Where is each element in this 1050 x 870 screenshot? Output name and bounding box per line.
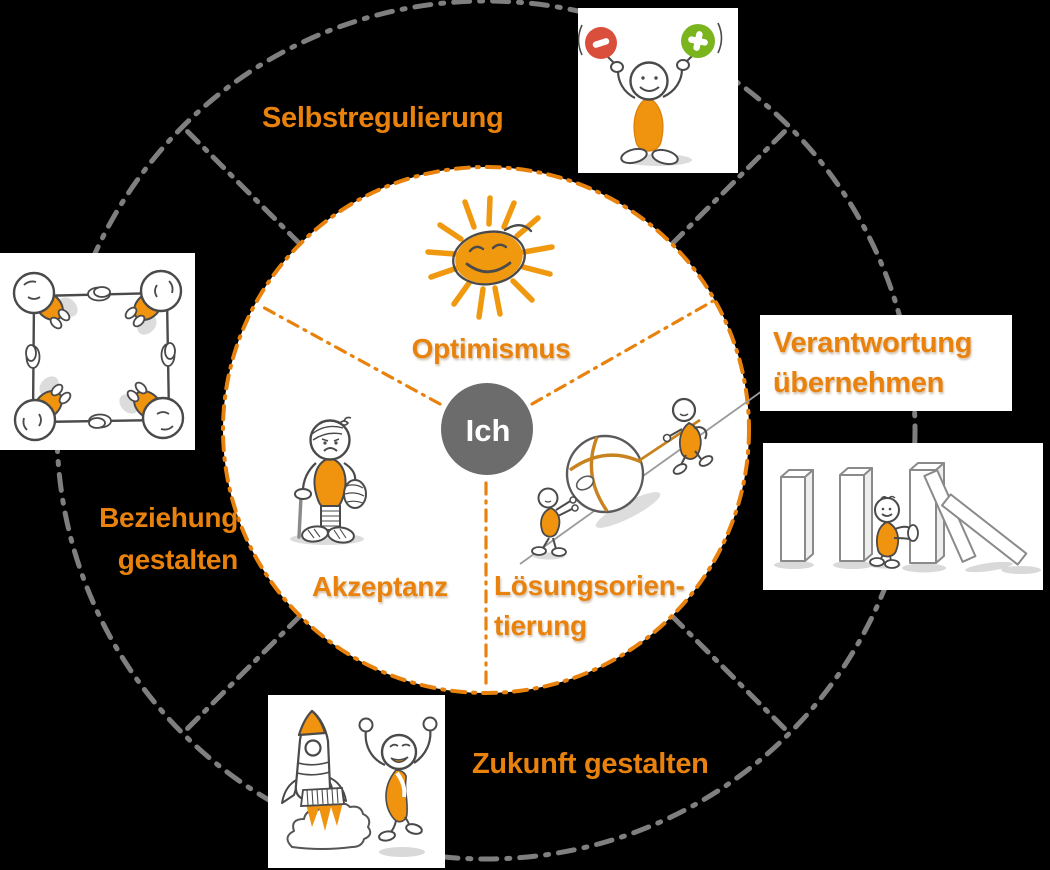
divider-bottom-right bbox=[669, 613, 792, 736]
cheering-figure bbox=[358, 716, 438, 857]
label-optimismus: Optimismus bbox=[411, 333, 571, 364]
label-loesung-line1: Lösungsorien- bbox=[494, 570, 685, 601]
sun-face bbox=[452, 224, 533, 286]
domino-shadows bbox=[774, 561, 1041, 574]
paddle-figure bbox=[610, 59, 690, 166]
bandaged-injured-figure-icon bbox=[290, 416, 367, 545]
bandaged-feet bbox=[301, 525, 355, 544]
figure-with-minus-plus-paddles-icon bbox=[578, 22, 723, 166]
big-ball bbox=[565, 434, 645, 514]
four-figures-meeting-around-table-icon bbox=[12, 269, 185, 442]
minus-paddle-icon bbox=[585, 27, 617, 64]
label-beziehung-line1: Beziehung bbox=[99, 502, 238, 533]
divider-top-left bbox=[180, 124, 303, 247]
label-verantwortung-line2: übernehmen bbox=[773, 367, 945, 399]
zukunft-image bbox=[268, 695, 445, 868]
label-loesung-line2: tierung bbox=[494, 610, 587, 641]
label-akzeptanz: Akzeptanz bbox=[312, 571, 448, 602]
figure-stopping-dominoes-icon bbox=[774, 462, 1041, 574]
motion-arc-left bbox=[578, 24, 583, 56]
beziehung-image bbox=[0, 253, 195, 450]
outer-sector-dividers bbox=[180, 124, 792, 736]
label-zukunft-gestalten: Zukunft gestalten bbox=[472, 748, 709, 780]
divider-bottom-left bbox=[180, 613, 303, 736]
divider-top-right bbox=[669, 124, 792, 247]
rocket bbox=[281, 709, 372, 850]
outer-dashed-circle bbox=[54, 0, 918, 862]
rocket-and-cheering-figure-icon bbox=[281, 709, 438, 857]
pushing-figure bbox=[531, 487, 579, 560]
smiling-sun-icon bbox=[425, 195, 555, 320]
stopping-figure bbox=[869, 495, 919, 569]
label-beziehung-gestalten: Beziehung gestalten bbox=[60, 497, 238, 581]
falling-dominoes bbox=[923, 469, 1028, 566]
label-beziehung-line2: gestalten bbox=[117, 544, 239, 575]
ich-center-circle bbox=[441, 383, 533, 475]
standing-dominoes bbox=[780, 462, 945, 564]
selbstregulierung-image bbox=[578, 8, 738, 173]
label-verantwortung: Verantwortung übernehmen bbox=[760, 315, 1012, 403]
label-selbstregulierung: Selbstregulierung bbox=[262, 102, 504, 134]
label-verantwortung-line1: Verantwortung bbox=[773, 327, 973, 359]
ball-shadow bbox=[595, 492, 661, 528]
inner-divider-upright bbox=[530, 299, 715, 406]
verantwortung-image bbox=[763, 443, 1043, 590]
cane bbox=[297, 495, 303, 539]
table-items bbox=[25, 286, 176, 429]
inner-divider-upleft bbox=[257, 303, 442, 406]
inner-sector-dividers bbox=[257, 299, 715, 691]
injured-body bbox=[294, 456, 367, 531]
pulling-figure bbox=[662, 397, 714, 475]
label-loesungsorientierung: Lösungsorien- tierung bbox=[494, 566, 685, 646]
injured-head bbox=[309, 416, 352, 461]
meeting-figures bbox=[12, 269, 185, 442]
plus-paddle-icon bbox=[681, 24, 715, 63]
motion-arc-right bbox=[717, 22, 723, 54]
figures-rolling-ball-uphill-icon bbox=[519, 390, 763, 565]
label-ich-center: Ich bbox=[465, 413, 511, 448]
label-verantwortung-box: Verantwortung übernehmen bbox=[760, 315, 1012, 411]
